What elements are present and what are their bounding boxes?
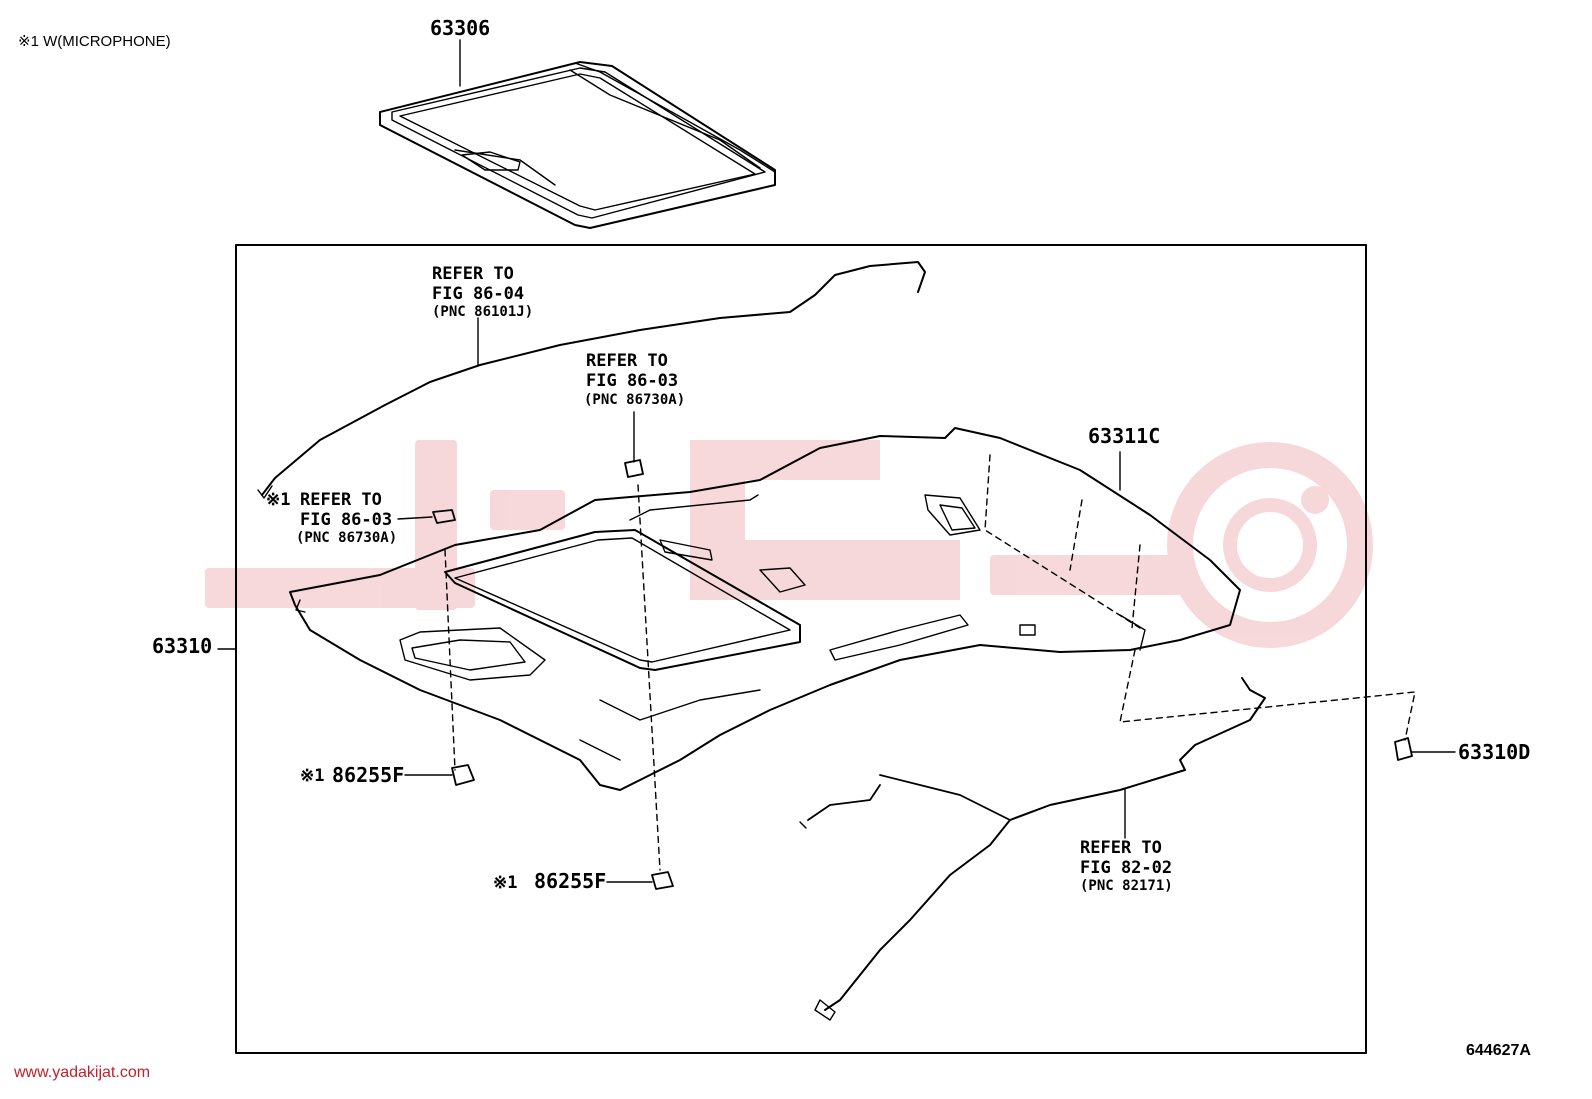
- lamp-86255f-left: [451, 764, 475, 786]
- part-number-63310d: 63310D: [1458, 740, 1531, 764]
- diagram-code: 644627A: [1466, 1042, 1531, 1059]
- clip-63310d: [1394, 737, 1413, 761]
- ref2-line1: REFER TO: [300, 490, 382, 510]
- cable-86101j: [261, 261, 926, 496]
- part-number-86255f-center: 86255F: [534, 869, 607, 893]
- wire-harness-82171: [824, 677, 1266, 1011]
- ref2-line2: FIG 86-03: [300, 510, 393, 530]
- headliner-drawing: [289, 427, 1241, 791]
- part-number-63306: 63306: [430, 16, 491, 40]
- frame-box: [235, 244, 1367, 1054]
- part-number-63310: 63310: [152, 634, 213, 658]
- ref3-line2: FIG 86-03: [586, 371, 679, 391]
- ref1-line1: REFER TO: [432, 264, 514, 284]
- part-number-86255f-left: 86255F: [332, 763, 405, 787]
- part-number-63311c: 63311C: [1088, 424, 1161, 448]
- ref1-line2: FIG 86-04: [432, 284, 525, 304]
- ref4-line1: REFER TO: [1080, 838, 1162, 858]
- footnote-microphone: ※1 W(MICROPHONE): [18, 33, 171, 50]
- sunshade-drawing: [379, 61, 776, 229]
- ref3-line3: (PNC 86730A): [584, 392, 686, 408]
- lamp-86255f-center: [651, 871, 674, 890]
- website-link[interactable]: www.yadakijat.com: [14, 1064, 151, 1081]
- ref3-line1: REFER TO: [586, 351, 668, 371]
- ref2-line3: (PNC 86730A): [296, 530, 398, 546]
- star-mark-center: ※1: [493, 873, 518, 893]
- watermark-logo: [205, 440, 1373, 648]
- ref4-line3: (PNC 82171): [1080, 878, 1173, 894]
- clip-86730a-center: [624, 459, 644, 478]
- dashed-guides: [444, 454, 1416, 871]
- ref4-line2: FIG 82-02: [1080, 858, 1173, 878]
- star-mark-ref: ※1: [266, 490, 291, 510]
- ref1-line3: (PNC 86101J): [432, 304, 534, 320]
- clip-86730a-left: [432, 509, 456, 524]
- star-mark-left: ※1: [300, 766, 325, 786]
